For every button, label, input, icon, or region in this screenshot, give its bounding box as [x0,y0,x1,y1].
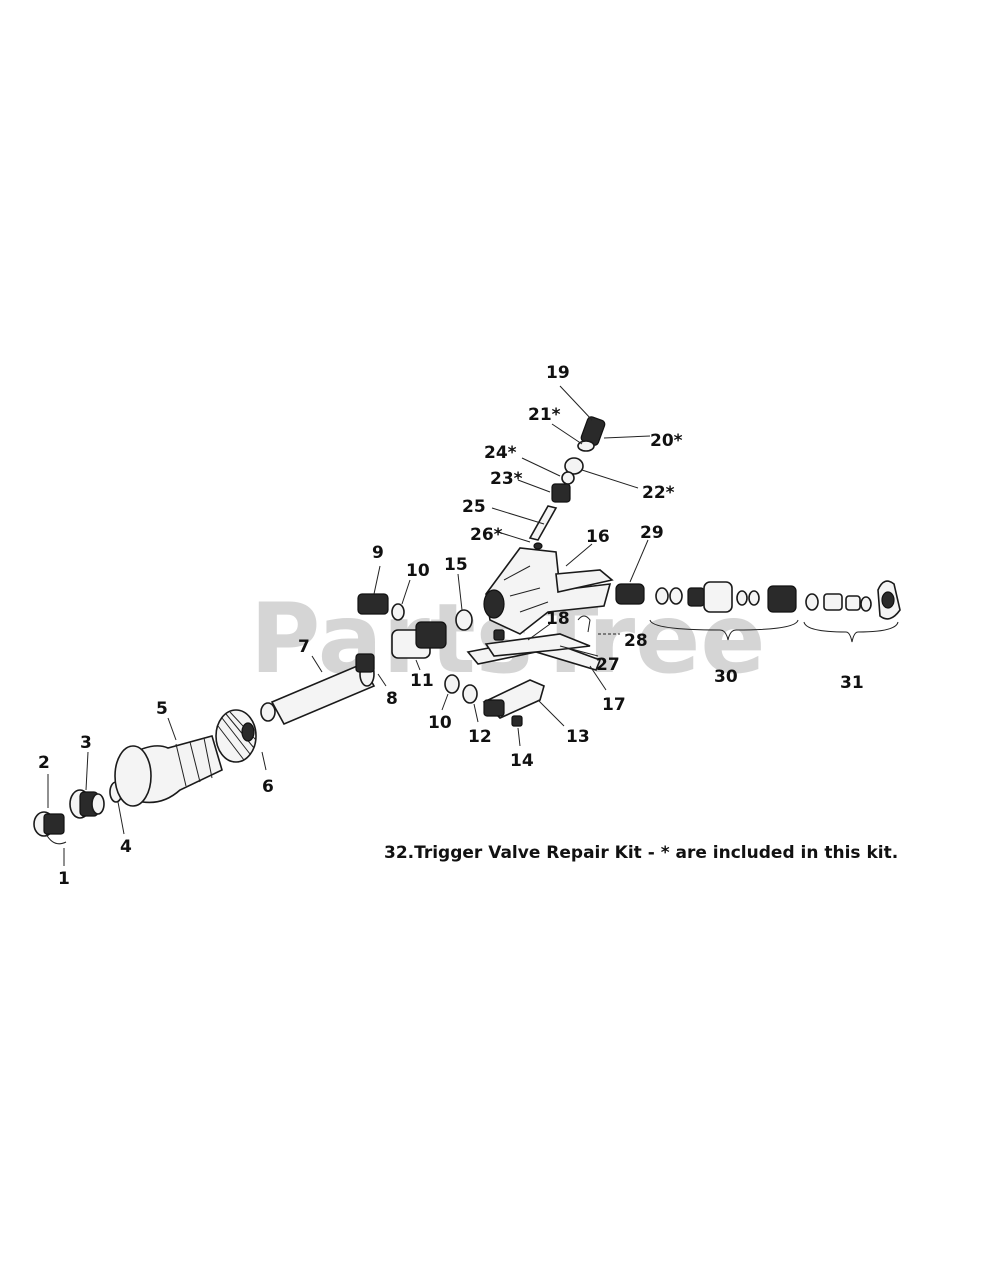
part-valve-housing-16 [483,547,614,635]
callout-8: 8 [386,689,398,709]
bracket-30 [649,619,799,641]
callout-1: 1 [58,869,70,889]
callout-21: 21* [528,405,561,425]
part-washer-12 [462,684,478,704]
part-washer-10-lower [444,674,460,694]
callout-2: 2 [38,753,50,773]
callout-5: 5 [156,699,168,719]
part-coupler-8 [355,653,375,673]
part-stem-25 [528,505,558,541]
part-pin-18 [493,629,505,641]
part-bracket-13 [482,679,545,719]
callout-11: 11 [410,671,434,691]
callout-4: 4 [120,837,132,857]
callout-16: 16 [586,527,610,547]
callout-15: 15 [444,555,468,575]
callout-28: 28 [624,631,648,651]
part-assembly-31 [805,580,901,620]
part-nozzle-tip [33,811,65,837]
bracket-31 [803,621,899,643]
part-valve-23 [551,483,571,503]
callout-27: 27 [596,655,620,675]
part-ribbed-collar [215,702,276,763]
callout-19: 19 [546,363,570,383]
callout-30: 30 [714,667,738,687]
part-wand-tube [270,661,376,726]
part-washer-15 [455,609,473,631]
part-screw-14 [511,715,523,727]
callout-23: 23* [490,469,523,489]
callout-12: 12 [468,727,492,747]
callout-25: 25 [462,497,486,517]
part-oring-22 [564,457,584,475]
callout-6: 6 [262,777,274,797]
callout-17: 17 [602,695,626,715]
part-fitting-9 [357,593,389,615]
callout-13: 13 [566,727,590,747]
callout-7: 7 [298,637,310,657]
part-washer-10-upper [391,603,405,621]
part-fitting-29 [615,583,645,605]
part-assembly-30 [655,581,797,613]
callout-labels: 1 2 3 4 5 6 7 8 9 10 11 10 12 13 14 15 1… [38,363,864,889]
leader-lines [45,385,899,866]
part-nut [69,789,105,819]
callout-14: 14 [510,751,534,771]
part-oring-24 [561,471,575,485]
callout-18: 18 [546,609,570,629]
callout-10-upper: 10 [406,561,430,581]
callout-9: 9 [372,543,384,563]
kit-note: 32.Trigger Valve Repair Kit - * are incl… [384,843,898,863]
part-lever-27 [484,633,591,657]
callout-3: 3 [80,733,92,753]
callout-10-lower: 10 [428,713,452,733]
part-ball-26 [533,542,543,550]
callout-20: 20* [650,431,683,451]
parts-drawing [33,416,901,837]
callout-26: 26* [470,525,503,545]
part-adapter-11 [391,621,447,659]
callout-22: 22* [642,483,675,503]
callout-24: 24* [484,443,517,463]
callout-29: 29 [640,523,664,543]
callout-31: 31 [840,673,864,693]
part-clip-28 [577,615,591,633]
part-spray-shield [114,735,223,807]
